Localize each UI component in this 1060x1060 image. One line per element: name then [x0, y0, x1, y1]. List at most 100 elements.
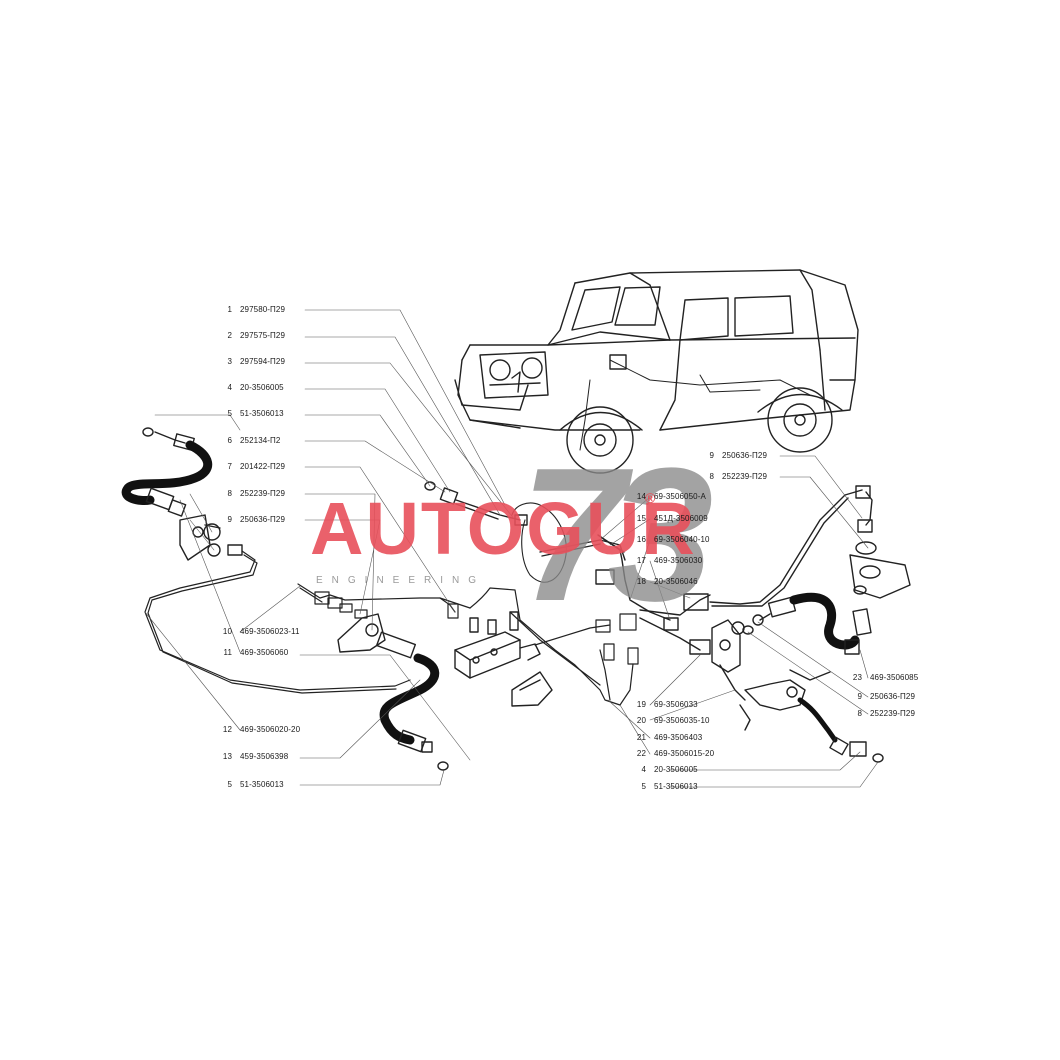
part-label-number: 9	[709, 451, 714, 460]
part-label-code: 252134-П2	[240, 436, 281, 445]
part-label-code: 250636-П29	[240, 515, 286, 524]
part-label-number: 5	[641, 782, 646, 791]
part-label-code: 252239-П29	[870, 709, 916, 718]
part-label: 6 252134-П2	[218, 436, 280, 446]
part-label-number: 8	[227, 489, 232, 498]
mounting-plate	[511, 671, 553, 707]
left-brake-tube	[144, 550, 411, 694]
part-label-code: 201422-П29	[240, 462, 286, 471]
part-label: 1 297580-П29	[218, 305, 285, 315]
part-label: 15 451Д-3506009	[632, 514, 708, 524]
part-label-code: 469-3506015-20	[654, 749, 715, 758]
right-rear-hose-assembly	[709, 485, 911, 655]
part-label-number: 18	[636, 577, 646, 586]
part-label-number: 9	[857, 692, 862, 701]
part-label-number: 22	[636, 749, 646, 758]
part-label-code: 297580-П29	[240, 305, 286, 314]
part-label: 2 297575-П29	[218, 331, 285, 341]
part-label: 10 469-3506023-11	[218, 627, 300, 637]
part-label-code: 469-3506030	[654, 556, 703, 565]
part-label-number: 8	[857, 709, 862, 718]
part-label-code: 20-3506005	[240, 383, 284, 392]
part-label-number: 4	[641, 765, 646, 774]
distributor-block	[454, 611, 541, 679]
part-label-number: 7	[227, 462, 232, 471]
part-label-number: 17	[636, 556, 646, 565]
rear-axle-hose	[595, 534, 754, 701]
part-label-number: 6	[227, 436, 232, 445]
part-label-number: 5	[227, 780, 232, 789]
part-label: 17 469-3506030	[632, 556, 702, 566]
part-label-code: 69-3506035-10	[654, 716, 710, 725]
center-tubes	[509, 611, 639, 706]
part-label-number: 1	[227, 305, 232, 314]
vehicle-illustration	[454, 269, 859, 474]
part-label: 23 469-3506085	[848, 673, 918, 683]
part-label-code: 69-3506040-10	[654, 535, 710, 544]
watermark-subtitle: ENGINEERING	[316, 575, 486, 586]
part-label-code: 51-3506013	[240, 780, 284, 789]
part-label-code: 297575-П29	[240, 331, 286, 340]
part-label-code: 252239-П29	[722, 472, 768, 481]
part-label-code: 469-3506023-11	[240, 627, 300, 636]
part-label-code: 469-3506085	[870, 673, 919, 682]
part-label: 16 69-3506040-10	[632, 535, 710, 545]
part-label: 3 297594-П29	[218, 357, 285, 367]
part-label-number: 10	[222, 627, 232, 636]
left-front-hose-assembly	[121, 427, 243, 561]
part-label-number: 12	[222, 725, 232, 734]
part-label-code: 20-3506046	[654, 577, 698, 586]
part-label: 9 250636-П29	[848, 692, 915, 702]
part-label: 18 20-3506046	[632, 577, 698, 587]
part-label-code: 51-3506013	[240, 409, 284, 418]
part-label-code: 469-3506403	[654, 733, 703, 742]
part-label-code: 20-3506005	[654, 765, 698, 774]
part-label-number: 16	[636, 535, 646, 544]
part-label: 8 252239-П29	[218, 489, 285, 499]
left-rear-hose-assembly	[337, 613, 449, 771]
part-label: 21 469-3506403	[632, 733, 702, 743]
part-label: 4 20-3506005	[632, 765, 698, 775]
part-label-code: 250636-П29	[870, 692, 916, 701]
part-label-number: 19	[636, 700, 646, 709]
part-label: 19 69-3506033	[632, 700, 698, 710]
part-label: 5 51-3506013	[218, 409, 284, 419]
part-label: 12 469-3506020-20	[218, 725, 300, 735]
part-label: 5 51-3506013	[218, 780, 284, 790]
part-label-number: 3	[227, 357, 232, 366]
part-label: 5 51-3506013	[632, 782, 698, 792]
watermark-brand: AUTOGUR	[310, 487, 697, 570]
part-label-number: 14	[636, 492, 646, 501]
part-label-number: 21	[636, 733, 646, 742]
part-label-code: 69-3506033	[654, 700, 698, 709]
part-label-number: 23	[852, 673, 862, 682]
part-label-code: 469-3506020-20	[240, 725, 301, 734]
part-label-number: 15	[636, 514, 646, 523]
part-label-code: 69-3506050-А	[654, 492, 706, 501]
part-label-code: 252239-П29	[240, 489, 286, 498]
part-label-number: 11	[223, 648, 232, 657]
part-label-code: 451Д-3506009	[654, 514, 708, 523]
part-label-number: 8	[709, 472, 714, 481]
part-label: 9 250636-П29	[700, 451, 767, 461]
part-label-number: 5	[227, 409, 232, 418]
part-label: 8 252239-П29	[848, 709, 915, 719]
part-label: 20 69-3506035-10	[632, 716, 710, 726]
watermark-number: 73	[520, 429, 713, 641]
crossover-tube	[297, 583, 521, 621]
part-label-number: 20	[636, 716, 646, 725]
part-label-number: 9	[227, 515, 232, 524]
part-label-code: 250636-П29	[722, 451, 768, 460]
part-label-number: 13	[222, 752, 232, 761]
leader-lines	[144, 309, 879, 788]
part-label: 8 252239-П29	[700, 472, 767, 482]
part-label-code: 51-3506013	[654, 782, 698, 791]
part-label-code: 297594-П29	[240, 357, 286, 366]
part-label: 22 469-3506015-20	[632, 749, 714, 759]
part-label-number: 2	[227, 331, 232, 340]
